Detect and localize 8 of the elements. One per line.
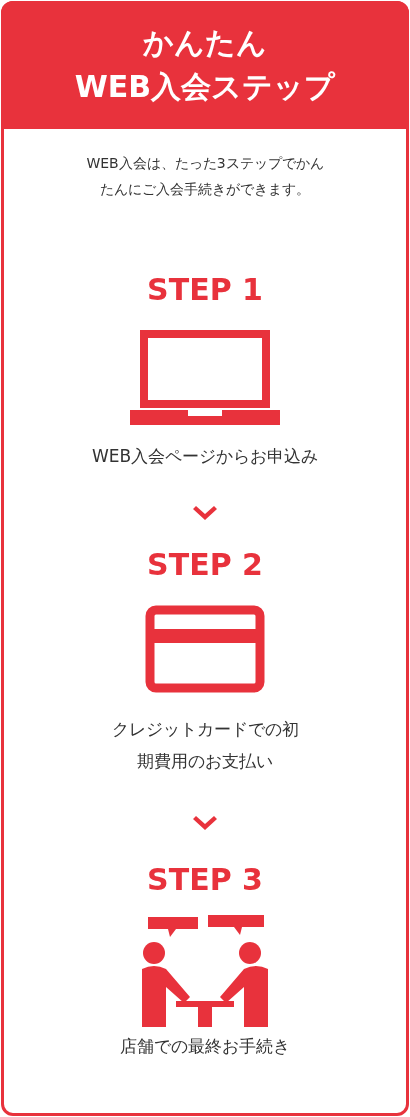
step-description: 店舗での最終お手続き <box>119 1035 291 1058</box>
step-heading: STEP 3 <box>146 861 264 899</box>
step-heading: STEP 2 <box>146 546 264 584</box>
step-description: WEB入会ページからお申込み <box>90 445 320 468</box>
step-heading: STEP 1 <box>146 271 264 309</box>
intro-text: WEB入会は、たった3ステップでかんたんにご入会手続きができます。 <box>85 154 325 199</box>
step-description: クレジットカードでの初期費用のお支払い <box>110 718 300 773</box>
title: かんたん WEB入会ステップ <box>73 24 337 106</box>
